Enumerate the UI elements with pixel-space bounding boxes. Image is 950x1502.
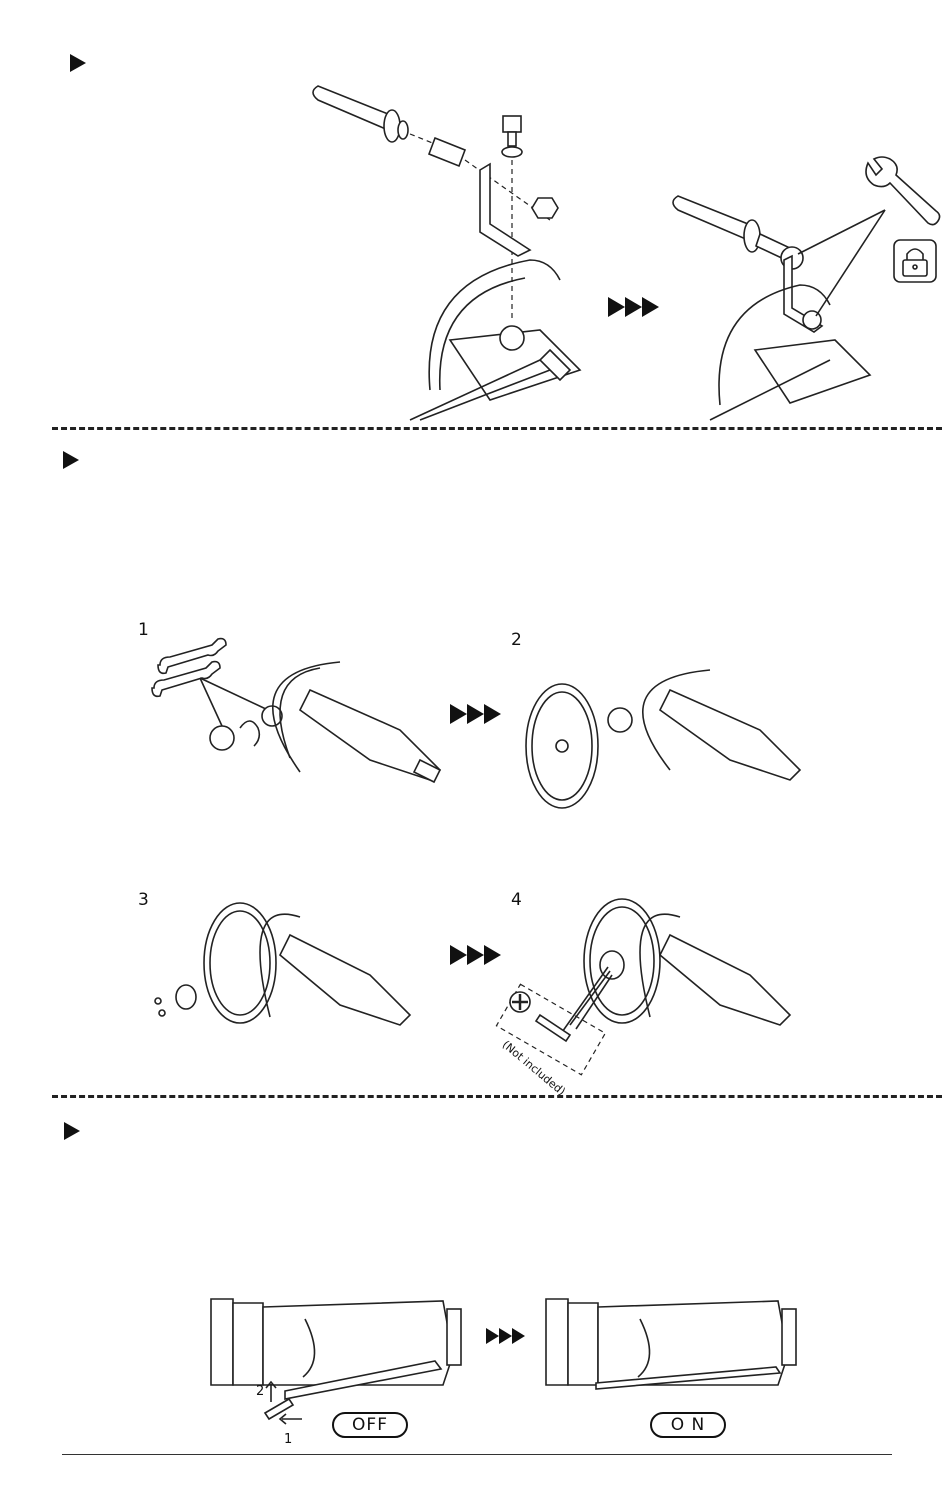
switch-on-label: O N [650, 1412, 726, 1438]
arrow-icon [512, 1328, 525, 1344]
arrow-icon [486, 1328, 499, 1344]
section-bullet-icon [63, 451, 79, 469]
step4-illustration [500, 905, 810, 1075]
arrow-icon [467, 945, 484, 965]
arrow-icon [625, 297, 642, 317]
lever-off-illustration [205, 1295, 475, 1430]
motion-label-first: 1 [284, 1432, 292, 1447]
section-bullet-icon [64, 1122, 80, 1140]
next-step-arrows [608, 297, 659, 317]
arrow-icon [484, 945, 501, 965]
arrow-icon [608, 297, 625, 317]
step-number: 1 [138, 620, 149, 640]
switch-off-label: OFF [332, 1412, 408, 1438]
arrow-icon [467, 704, 484, 724]
next-step-arrows [486, 1328, 525, 1344]
next-step-arrows [450, 945, 501, 965]
section-divider [52, 427, 942, 430]
step-number: 2 [511, 630, 522, 650]
footer-rule [62, 1454, 892, 1455]
arrow-icon [450, 704, 467, 724]
up-arrow-icon [264, 1380, 278, 1402]
section-divider [52, 1095, 942, 1098]
wrench-icon [860, 155, 940, 235]
arrow-icon [450, 945, 467, 965]
phillips-screwdriver-icon [508, 990, 532, 1014]
step3-illustration [140, 905, 430, 1035]
padlock-icon [892, 238, 940, 286]
arrow-icon [642, 297, 659, 317]
section-bullet-icon [70, 54, 86, 72]
step1-illustration [150, 630, 460, 800]
arrow-icon [484, 704, 501, 724]
next-step-arrows [450, 704, 501, 724]
step2-illustration [520, 650, 820, 810]
handle-exploded-illustration [300, 80, 600, 420]
lever-on-illustration [540, 1295, 810, 1405]
left-arrow-icon [278, 1412, 302, 1426]
arrow-icon [499, 1328, 512, 1344]
